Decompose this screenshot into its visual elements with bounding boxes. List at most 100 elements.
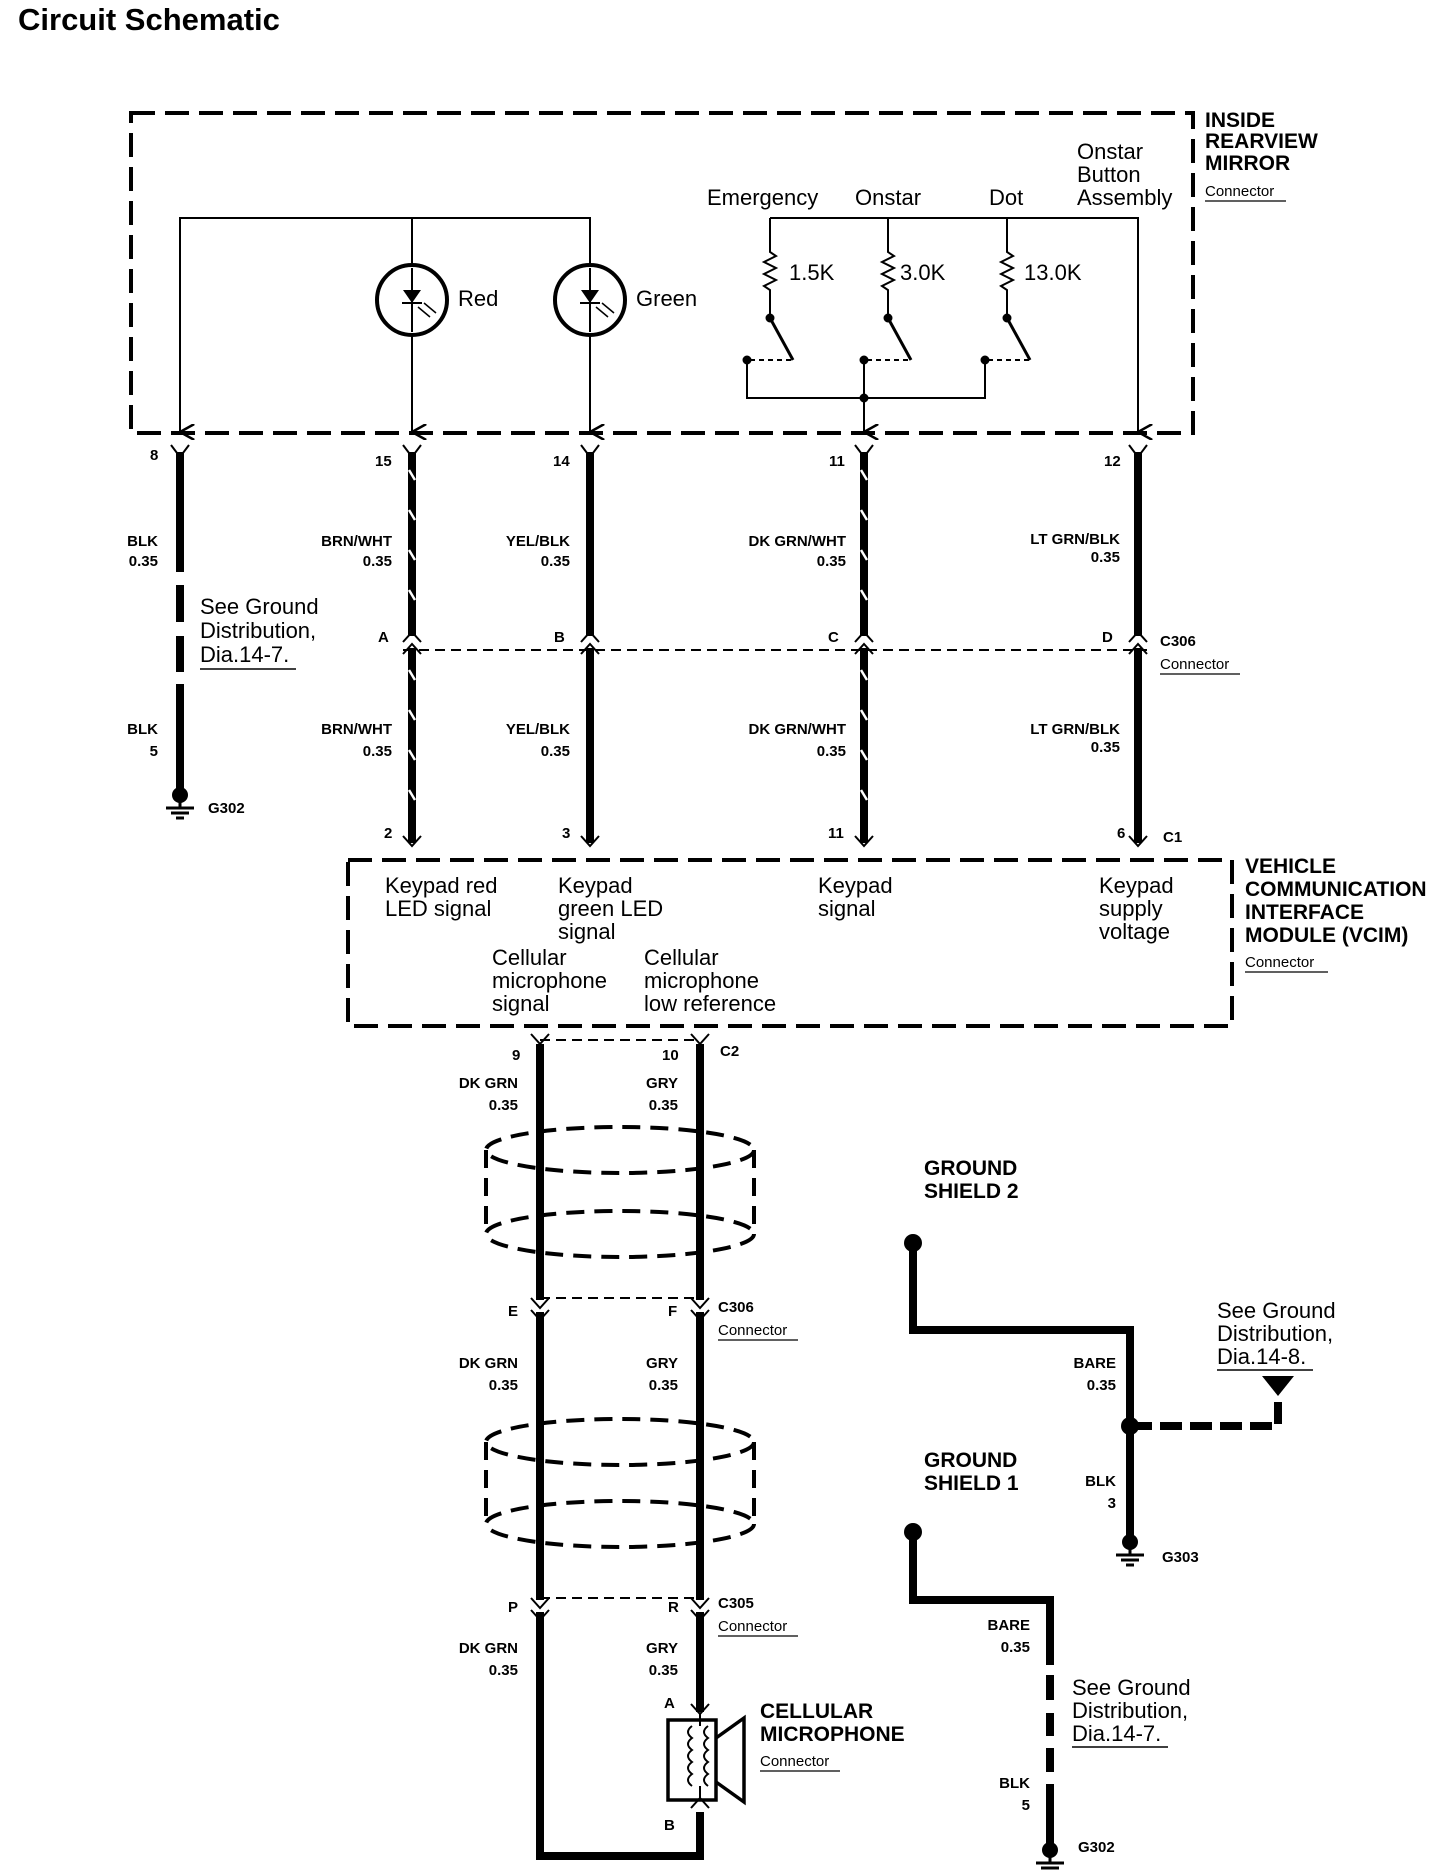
- wire-color: BRN/WHT: [321, 721, 392, 738]
- svg-text:MICROPHONE: MICROPHONE: [760, 1723, 905, 1746]
- switch-dot-icon: [980, 313, 1032, 365]
- wire-color: GRY: [646, 1640, 678, 1657]
- svg-text:SHIELD 2: SHIELD 2: [924, 1180, 1019, 1203]
- wire-size: 0.35: [489, 1377, 518, 1394]
- g303-label: G303: [1162, 1549, 1199, 1566]
- svg-text:Assembly: Assembly: [1077, 185, 1172, 210]
- svg-text:GROUND: GROUND: [924, 1449, 1017, 1472]
- ground-distribution-link: [1130, 1396, 1282, 1430]
- c306-pin-f: F: [668, 1303, 677, 1320]
- wire-color: BLK: [127, 533, 158, 550]
- svg-text:microphone: microphone: [492, 968, 607, 993]
- svg-text:COMMUNICATION: COMMUNICATION: [1245, 878, 1427, 901]
- switch-emergency-label: Emergency: [707, 185, 818, 210]
- svg-text:Button: Button: [1077, 162, 1141, 187]
- wire-size: 0.35: [1001, 1639, 1030, 1656]
- mirror-connector-label: Connector: [1205, 183, 1274, 200]
- microphone-label: CELLULAR MICROPHONE Connector: [760, 1700, 905, 1772]
- svg-text:Dia.14-8.: Dia.14-8.: [1217, 1344, 1306, 1369]
- ground-icon: [164, 787, 196, 820]
- c306-connector-label: Connector: [1160, 656, 1229, 673]
- svg-text:CELLULAR: CELLULAR: [760, 1700, 873, 1723]
- svg-text:Cellular: Cellular: [492, 945, 567, 970]
- g302-top-label: G302: [208, 800, 245, 817]
- svg-text:INSIDE: INSIDE: [1205, 109, 1275, 132]
- ground-reference-arrow-icon: [1262, 1376, 1294, 1396]
- svg-text:Keypad: Keypad: [1099, 873, 1174, 898]
- svg-text:Cellular: Cellular: [644, 945, 719, 970]
- bare-drain-wire-1: [909, 1243, 1134, 1426]
- button-assembly-label: Onstar Button Assembly: [1077, 139, 1172, 210]
- wire-color: LT GRN/BLK: [1030, 721, 1120, 738]
- shield-2-label: GROUND SHIELD 2: [924, 1157, 1019, 1203]
- wire-size: 5: [150, 743, 158, 760]
- svg-text:MIRROR: MIRROR: [1205, 152, 1290, 175]
- wire-size: 0.35: [817, 553, 846, 570]
- svg-text:Dia.14-7.: Dia.14-7.: [200, 642, 289, 667]
- wire-size: 0.35: [1091, 549, 1120, 566]
- microphone-icon: [666, 1714, 746, 1806]
- wire-size: 0.35: [649, 1097, 678, 1114]
- wire-color: YEL/BLK: [506, 721, 570, 738]
- c1-label: C1: [1163, 829, 1182, 846]
- dk-grn-mic-wire: [536, 1044, 704, 1860]
- svg-text:See Ground: See Ground: [1217, 1298, 1336, 1323]
- wire-color: YEL/BLK: [506, 533, 570, 550]
- svg-text:low reference: low reference: [644, 991, 776, 1016]
- vcim-signal-keypad: Keypad signal: [818, 873, 893, 921]
- vcim-title: VEHICLE COMMUNICATION INTERFACE MODULE (…: [1245, 855, 1427, 973]
- switch-onstar-label: Onstar: [855, 185, 921, 210]
- pin-8: 8: [150, 447, 158, 464]
- c1-pin-2: 2: [384, 825, 392, 842]
- svg-text:See Ground: See Ground: [200, 594, 319, 619]
- vcim-box: [346, 858, 1234, 1028]
- ground-shield-2-icon: [484, 1125, 756, 1259]
- wire-color: BRN/WHT: [321, 533, 392, 550]
- c2-label: C2: [720, 1043, 739, 1060]
- svg-text:Distribution,: Distribution,: [200, 618, 316, 643]
- switch-onstar-icon: [859, 313, 913, 365]
- resistor-3-label: 13.0K: [1024, 260, 1082, 285]
- c306-pin-a: A: [378, 629, 389, 646]
- svg-text:SHIELD 1: SHIELD 1: [924, 1472, 1019, 1495]
- resistor-icon: [879, 245, 897, 315]
- wire-size: 0.35: [649, 1662, 678, 1679]
- c1-pin-6: 6: [1117, 825, 1125, 842]
- wire-size: 0.35: [129, 553, 158, 570]
- wire-size: 0.35: [649, 1377, 678, 1394]
- svg-text:VEHICLE: VEHICLE: [1245, 855, 1336, 878]
- vcim-signal-green: Keypad green LED signal: [558, 873, 663, 944]
- wire-size: 3: [1108, 1495, 1116, 1512]
- switch-dot-label: Dot: [989, 185, 1023, 210]
- c306-lower-label: C306: [718, 1299, 754, 1316]
- red-led-label: Red: [458, 286, 498, 311]
- svg-text:Onstar: Onstar: [1077, 139, 1143, 164]
- vcim-signal-mic: Cellular microphone signal: [492, 945, 607, 1016]
- mirror-box: [129, 111, 1195, 435]
- svg-text:Keypad red: Keypad red: [385, 873, 498, 898]
- wire-color: BARE: [1073, 1355, 1116, 1372]
- microphone-connector-label: Connector: [760, 1753, 829, 1770]
- svg-text:INTERFACE: INTERFACE: [1245, 901, 1364, 924]
- wire-size: 0.35: [1091, 739, 1120, 756]
- vcim-signal-supply: Keypad supply voltage: [1099, 873, 1174, 944]
- mirror-internal-wiring: [179, 217, 1139, 429]
- c305-connector-label: Connector: [718, 1618, 787, 1635]
- c2-pin-10: 10: [662, 1047, 679, 1064]
- mic-pin-a: A: [664, 1695, 675, 1712]
- svg-text:Distribution,: Distribution,: [1072, 1698, 1188, 1723]
- c305-label: C305: [718, 1595, 754, 1612]
- wire-color: DK GRN: [459, 1075, 518, 1092]
- pin-15: 15: [375, 453, 392, 470]
- resistor-1-label: 1.5K: [789, 260, 835, 285]
- wire-color: DK GRN: [459, 1640, 518, 1657]
- c306-lower-connector-label: Connector: [718, 1322, 787, 1339]
- resistor-icon: [761, 245, 779, 315]
- svg-text:See Ground: See Ground: [1072, 1675, 1191, 1700]
- wire-color: BLK: [999, 1775, 1030, 1792]
- svg-text:GROUND: GROUND: [924, 1157, 1017, 1180]
- wire-size: 0.35: [541, 743, 570, 760]
- c306-pin-b: B: [554, 629, 565, 646]
- ground-icon: [1114, 1534, 1146, 1567]
